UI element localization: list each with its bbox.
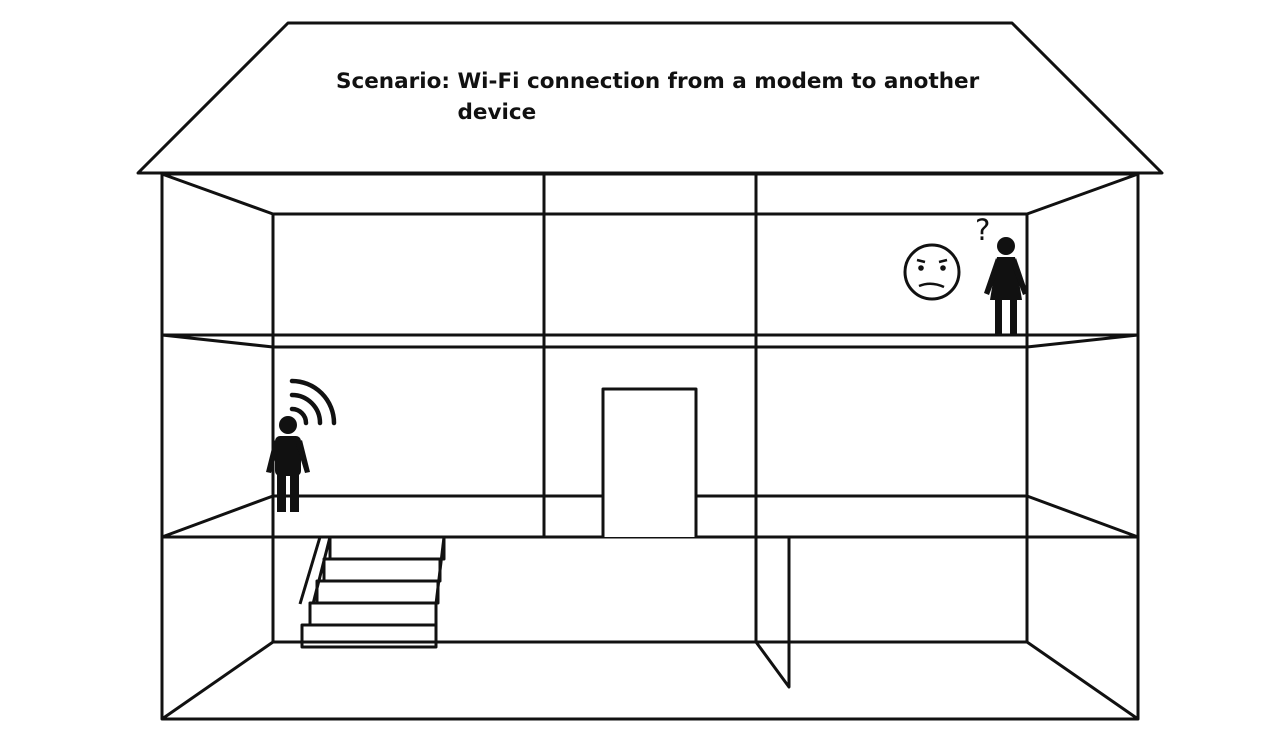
woman-figure-icon: [984, 237, 1028, 334]
wifi-signal-icon: [289, 378, 337, 426]
caption-prefix: Scenario:: [336, 69, 450, 94]
man-figure-icon: [266, 416, 310, 512]
roof: [136, 21, 1164, 175]
caption-body: Wi-Fi connection from a modem to another…: [457, 69, 980, 125]
partition-walls: [542, 174, 791, 689]
confused-face-icon: [903, 243, 961, 301]
doorway: [601, 387, 698, 537]
scenario-caption: Scenario: Wi-Fi connection from a modem …: [336, 66, 1016, 128]
top-floor-slab: [161, 333, 1139, 349]
house-outer-wall: [160, 172, 1140, 721]
staircase: [298, 535, 446, 649]
back-wall: [161, 172, 1139, 721]
question-mark: ?: [975, 213, 991, 247]
